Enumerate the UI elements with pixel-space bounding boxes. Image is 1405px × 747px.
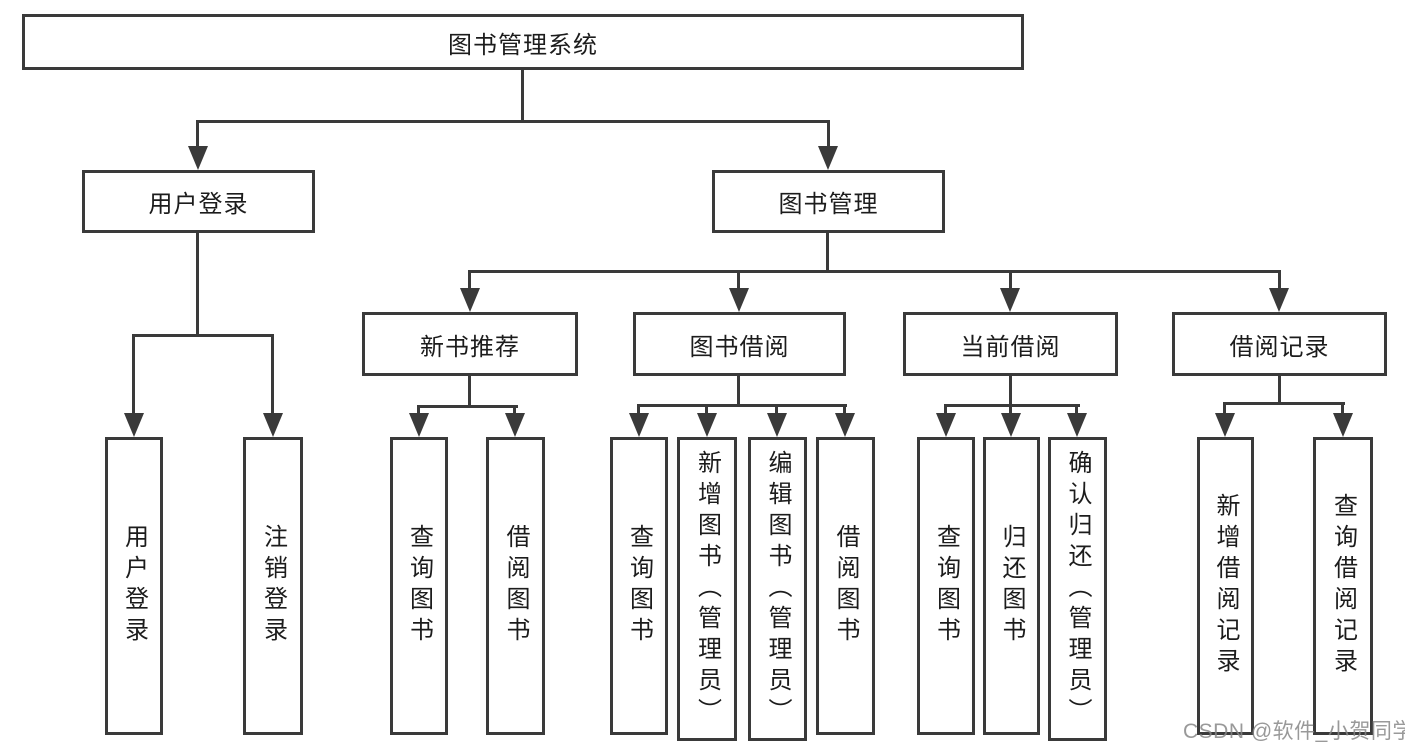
leaf-borrow-add-books: 新增图书（管理员）	[677, 437, 737, 741]
connector-line	[737, 376, 740, 407]
connector-line	[737, 270, 740, 292]
arrow-down-icon	[835, 413, 855, 437]
node-label: 借阅图书	[832, 524, 859, 648]
arrow-down-icon	[1000, 288, 1020, 312]
connector-line	[637, 404, 640, 417]
node-label: 查询借阅记录	[1329, 493, 1357, 679]
node-label: 新增图书（管理员）	[693, 449, 721, 729]
connector-line	[1009, 270, 1012, 292]
arrow-down-icon	[818, 146, 838, 170]
arrow-down-icon	[729, 288, 749, 312]
connector-line	[417, 405, 420, 418]
node-label: 借阅图书	[502, 524, 529, 648]
leaf-borrow-query-books: 查询图书	[610, 437, 668, 735]
arrow-down-icon	[1001, 413, 1021, 437]
arrow-down-icon	[936, 413, 956, 437]
node-label: 图书借阅	[689, 333, 790, 361]
arrow-down-icon	[1067, 413, 1087, 437]
connector-line	[1009, 376, 1012, 407]
leaf-logout: 注销登录	[243, 437, 303, 735]
node-label: 新增借阅记录	[1212, 493, 1239, 679]
connector-line	[944, 404, 947, 417]
csdn-watermark: CSDN @软件_小贺同学	[1183, 720, 1405, 743]
connector-line	[196, 120, 830, 123]
node-label: 当前借阅	[960, 333, 1061, 361]
connector-line	[417, 405, 518, 408]
connector-line	[1009, 404, 1012, 417]
arrow-down-icon	[1215, 413, 1235, 437]
connector-line	[513, 405, 516, 418]
arrow-down-icon	[124, 413, 144, 437]
arrow-down-icon	[263, 413, 283, 437]
connector-line	[827, 120, 830, 150]
connector-line	[521, 70, 524, 123]
arrow-down-icon	[629, 413, 649, 437]
arrow-down-icon	[505, 413, 525, 437]
node-label: 归还图书	[998, 524, 1025, 648]
node-label: 注销登录	[259, 524, 287, 648]
connector-line	[637, 404, 847, 407]
connector-line	[1223, 402, 1226, 417]
node-label: 新书推荐	[420, 333, 520, 361]
leaf-current-return-books: 归还图书	[983, 437, 1040, 735]
connector-line	[705, 404, 708, 417]
connector-line	[132, 334, 135, 416]
arrow-down-icon	[697, 413, 717, 437]
node-label: 图书管理系统	[448, 31, 598, 59]
connector-line	[1341, 402, 1344, 417]
node-root: 图书管理系统	[22, 14, 1024, 70]
leaf-current-confirm-return: 确认归还（管理员）	[1048, 437, 1107, 741]
connector-line	[1223, 402, 1345, 405]
connector-line	[1278, 376, 1281, 404]
connector-line	[468, 270, 1281, 273]
arrow-down-icon	[767, 413, 787, 437]
node-label: 查询图书	[625, 524, 653, 648]
connector-line	[1278, 270, 1281, 292]
arrow-down-icon	[409, 413, 429, 437]
leaf-newbook-borrow-books: 借阅图书	[486, 437, 545, 735]
node-book-management: 图书管理	[712, 170, 945, 233]
connector-line	[132, 334, 274, 337]
node-current-borrow: 当前借阅	[903, 312, 1118, 376]
connector-line	[775, 404, 778, 417]
connector-line	[271, 334, 274, 416]
node-label: 确认归还（管理员）	[1064, 449, 1091, 729]
connector-line	[196, 233, 199, 337]
arrow-down-icon	[1269, 288, 1289, 312]
arrow-down-icon	[460, 288, 480, 312]
leaf-current-query-books: 查询图书	[917, 437, 975, 735]
connector-line	[944, 404, 1080, 407]
connector-line	[826, 233, 829, 273]
node-label: 图书管理	[778, 191, 879, 218]
leaf-borrow-borrow-books: 借阅图书	[816, 437, 875, 735]
node-label: 用户登录	[148, 191, 249, 218]
leaf-records-add-record: 新增借阅记录	[1197, 437, 1254, 735]
arrow-down-icon	[188, 146, 208, 170]
node-label: 查询图书	[932, 524, 960, 648]
node-book-borrow: 图书借阅	[633, 312, 846, 376]
node-label: 用户登录	[120, 524, 148, 648]
connector-line	[1075, 404, 1078, 417]
leaf-borrow-edit-books: 编辑图书（管理员）	[748, 437, 807, 741]
node-user-login: 用户登录	[82, 170, 315, 233]
connector-line	[843, 404, 846, 417]
leaf-records-query-record: 查询借阅记录	[1313, 437, 1373, 735]
node-new-book-recommend: 新书推荐	[362, 312, 578, 376]
connector-line	[196, 120, 199, 150]
node-label: 借阅记录	[1229, 333, 1330, 361]
leaf-newbook-query-books: 查询图书	[390, 437, 448, 735]
arrow-down-icon	[1333, 413, 1353, 437]
node-label: 查询图书	[405, 524, 433, 648]
node-borrow-records: 借阅记录	[1172, 312, 1387, 376]
leaf-user-login: 用户登录	[105, 437, 163, 735]
connector-line	[468, 270, 471, 292]
connector-line	[468, 376, 471, 408]
node-label: 编辑图书（管理员）	[764, 449, 791, 729]
